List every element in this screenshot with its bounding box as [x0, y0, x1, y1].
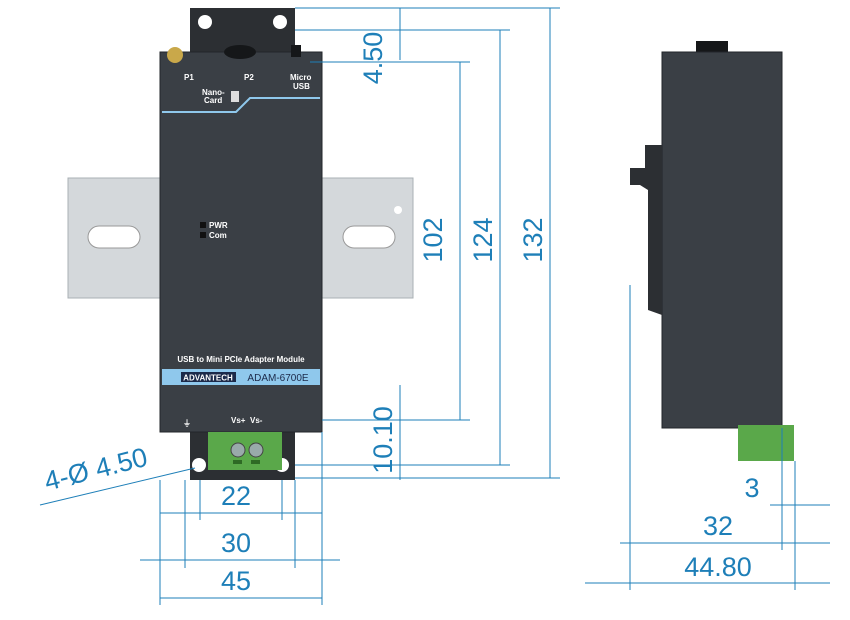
device-front-body: P1 P2 Micro USB Nano- Card PWR Com USB t…	[159, 45, 323, 433]
com-led	[200, 232, 206, 238]
terminal-block-side	[738, 425, 794, 461]
sma-connector	[167, 47, 183, 63]
dim-top-offset: 4.50	[358, 32, 388, 85]
port-label-micro: Micro	[290, 73, 311, 82]
dim-inner-height: 102	[418, 217, 448, 262]
antenna-connector	[224, 45, 256, 59]
port-label-p1: P1	[184, 73, 194, 82]
dim-width-45: 45	[221, 566, 251, 596]
led-label-com: Com	[209, 231, 227, 240]
dim-width-22: 22	[221, 481, 251, 511]
dim-holes: 4-Ø 4.50	[41, 442, 150, 497]
led-label-pwr: PWR	[209, 221, 228, 230]
dim-mid-height: 124	[468, 217, 498, 262]
dimension-lines	[39, 7, 830, 605]
dim-width-30: 30	[221, 528, 251, 558]
device-side-view	[630, 41, 794, 461]
ground-icon: ⏚	[183, 419, 191, 428]
terminal-label-vs-minus: Vs-	[250, 416, 263, 425]
port-label-usb: USB	[293, 82, 310, 91]
port-label-card: Card	[204, 96, 222, 105]
product-title: USB to Mini PCIe Adapter Module	[177, 355, 305, 364]
terminal-label-vs-plus: Vs+	[231, 416, 246, 425]
pwr-led	[200, 222, 206, 228]
port-label-nano: Nano-	[202, 88, 225, 97]
dim-total-height: 132	[518, 217, 548, 262]
port-label-p2: P2	[244, 73, 254, 82]
brand-logo: ADVANTECH	[183, 374, 233, 383]
nano-card-slot	[231, 91, 239, 102]
dim-side-depth: 44.80	[684, 552, 752, 582]
dim-side-32: 32	[703, 511, 733, 541]
din-clip	[630, 145, 662, 315]
model-name: ADAM-6700E	[247, 373, 308, 384]
dim-bottom-offset: 10.10	[368, 406, 398, 474]
terminal-block-front	[208, 432, 282, 470]
dim-side-3: 3	[744, 473, 759, 503]
